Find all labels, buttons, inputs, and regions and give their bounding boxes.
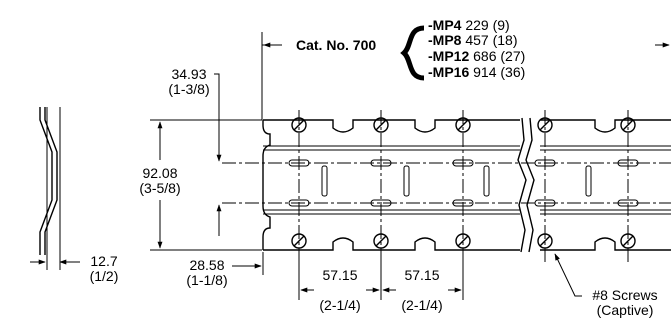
edge-offset-mm: 28.58 [189,257,224,273]
height-mm: 92.08 [142,165,177,181]
screw-icon [620,233,636,249]
variant-code-2: -MP12 [428,48,469,64]
variant-code-1: -MP8 [428,32,462,48]
pitch-dimension-2: 57.15 (2-1/4) [382,262,464,313]
screw-icon [620,117,636,133]
variant-row-1: -MP8 457 (18) [428,32,518,48]
variant-code-0: -MP4 [428,17,462,33]
screw-icon [373,117,389,133]
top-offset-mm: 34.93 [171,66,206,82]
side-profile-view [30,107,80,270]
top-offset-inch: (1-3/8) [168,81,209,97]
break-lines [517,117,535,253]
center-lines [222,110,671,262]
variant-dims-2: 686 (27) [473,48,525,64]
pitch-1-mm: 57.15 [322,267,357,283]
mounting-slots [288,159,639,207]
pitch-1-inch: (2-1/4) [319,297,360,313]
variant-dims-3: 914 (36) [473,64,525,80]
plate-outline [262,119,671,251]
screw-icon [291,233,307,249]
variant-code-3: -MP16 [428,64,469,80]
screw-icon [537,233,553,249]
brace [400,25,425,81]
screw-icon [455,117,471,133]
variant-dims-0: 229 (9) [465,17,509,33]
screw-callout: #8 Screws (Captive) [554,253,658,318]
edge-offset-dimension: 28.58 (1-1/8) [186,252,264,288]
height-dimension: 92.08 (3-5/8) [139,119,262,251]
top-offset-dimension: 34.93 (1-3/8) [168,66,222,236]
profile-depth-inch: (1/2) [90,268,119,284]
variant-row-3: -MP16 914 (36) [428,64,525,80]
screw-icon [537,117,553,133]
catalog-header: Cat. No. 700 -MP4 229 (9) -MP8 457 (18) … [261,17,670,120]
screw-icon [455,233,471,249]
catalog-number-label: Cat. No. 700 [296,37,376,53]
pitch-dimension-1: 57.15 (2-1/4) [298,262,382,313]
height-inch: (3-5/8) [139,180,180,196]
profile-depth-mm: 12.7 [90,253,117,269]
profile-depth-dimension: 12.7 (1/2) [90,253,119,284]
screw-icon [291,117,307,133]
pitch-2-mm: 57.15 [404,267,439,283]
screw-callout-line1: #8 Screws [592,287,657,303]
edge-offset-inch: (1-1/8) [186,272,227,288]
pitch-2-inch: (2-1/4) [401,297,442,313]
variant-row-0: -MP4 229 (9) [428,17,510,33]
variant-dims-1: 457 (18) [465,32,517,48]
captive-screws [291,117,636,249]
screw-icon [373,233,389,249]
variant-row-2: -MP12 686 (27) [428,48,525,64]
screw-callout-line2: (Captive) [597,302,654,318]
